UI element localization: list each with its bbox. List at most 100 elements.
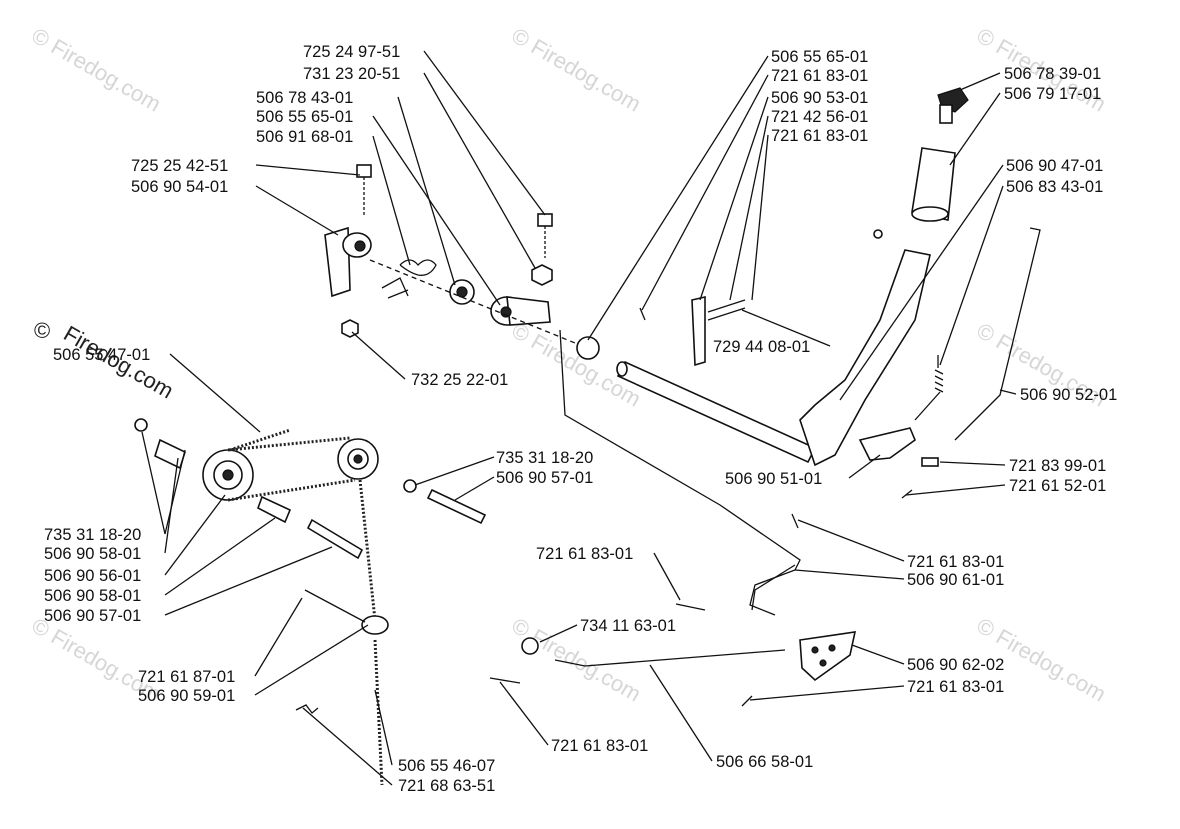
washer xyxy=(403,479,417,493)
part-label: 506 90 47-01 xyxy=(1006,157,1103,175)
pin-plate xyxy=(691,295,706,367)
bracket-hole xyxy=(354,240,366,252)
nut xyxy=(531,264,553,286)
part-label: 721 42 56-01 xyxy=(771,108,868,126)
washer xyxy=(521,637,539,655)
spacer xyxy=(154,438,186,470)
part-label: 732 25 22-01 xyxy=(411,371,508,389)
part-label: 506 91 68-01 xyxy=(256,128,353,146)
pulley-assembly xyxy=(134,418,487,786)
shaft-end xyxy=(616,361,628,377)
part-labels: 725 24 97-51 731 23 20-51 506 78 43-01 5… xyxy=(44,43,1117,795)
upper-left-parts xyxy=(324,164,581,346)
watermark-text: © Firedog.com xyxy=(28,23,166,117)
part-label: 506 66 58-01 xyxy=(716,753,813,771)
axis-line xyxy=(369,259,581,346)
tension-spring xyxy=(934,369,944,393)
part-label: 506 90 57-01 xyxy=(496,469,593,487)
cotter-pin xyxy=(901,489,913,499)
part-label: 506 78 39-01 xyxy=(1004,65,1101,83)
part-label: 721 61 83-01 xyxy=(771,127,868,145)
part-label: 721 61 83-01 xyxy=(771,67,868,85)
part-label: 506 90 58-01 xyxy=(44,587,141,605)
bolt-head xyxy=(537,213,553,227)
drive-chain xyxy=(227,436,356,502)
grip-end xyxy=(911,206,949,222)
lower-linkage xyxy=(489,329,857,707)
part-label: 721 68 63-51 xyxy=(398,777,495,795)
part-label: 506 90 54-01 xyxy=(131,178,228,196)
cotter-pin xyxy=(741,695,753,707)
pivot-arm-plate xyxy=(506,296,551,326)
torsion-spring xyxy=(381,259,437,299)
part-label: 735 31 18-20 xyxy=(496,449,593,467)
part-label: 725 25 42-51 xyxy=(131,157,228,175)
bushing-hole xyxy=(456,286,468,298)
pin xyxy=(306,518,364,560)
knob-stem xyxy=(939,104,953,124)
link-rod-path xyxy=(559,329,801,616)
cotter-pin xyxy=(304,589,366,623)
drive-chain xyxy=(358,479,384,786)
cotter-pin xyxy=(707,299,746,313)
part-label: 725 24 97-51 xyxy=(303,43,400,61)
plate-hole xyxy=(828,644,836,652)
nut xyxy=(341,319,359,338)
main-shaft xyxy=(616,360,817,464)
chain-link xyxy=(295,704,319,714)
part-label: 506 55 47-01 xyxy=(53,346,150,364)
bellcrank-plate xyxy=(799,631,857,682)
part-label: 506 90 52-01 xyxy=(1020,386,1117,404)
part-label: 721 61 83-01 xyxy=(536,545,633,563)
part-label: 506 55 65-01 xyxy=(256,108,353,126)
washer xyxy=(134,418,148,432)
part-label: 506 83 43-01 xyxy=(1006,178,1103,196)
left-pulley-bore xyxy=(222,469,234,481)
leader-lines xyxy=(141,50,1017,786)
part-label: 735 31 18-20 xyxy=(44,526,141,544)
plate-hole xyxy=(811,646,819,654)
screw xyxy=(873,229,883,239)
shaft-bushing xyxy=(576,336,600,360)
cotter-pin xyxy=(639,307,646,321)
watermark-group: © Firedog.com © Firedog.com © Firedog.co… xyxy=(28,23,1111,707)
part-label: 506 90 57-01 xyxy=(44,607,141,625)
part-label: 721 61 83-01 xyxy=(907,678,1004,696)
cotter-pin xyxy=(675,603,706,611)
rod xyxy=(954,227,1041,441)
part-label: 506 79 17-01 xyxy=(1004,85,1101,103)
part-label: 506 78 43-01 xyxy=(256,89,353,107)
handle-lever xyxy=(799,249,931,467)
part-label: 721 61 83-01 xyxy=(907,553,1004,571)
part-label: 506 90 59-01 xyxy=(138,687,235,705)
part-label: 721 61 52-01 xyxy=(1009,477,1106,495)
part-label: 729 44 08-01 xyxy=(713,338,810,356)
center-pulley-bore xyxy=(353,454,363,464)
part-label: 506 90 61-01 xyxy=(907,571,1004,589)
part-label: 721 83 99-01 xyxy=(1009,457,1106,475)
watermark-text: © Firedog.com xyxy=(508,23,646,117)
bolt xyxy=(921,457,939,467)
watermark-copyright: © xyxy=(34,318,50,343)
part-label: 506 55 65-01 xyxy=(771,48,868,66)
drive-chain xyxy=(229,428,291,452)
link-plate xyxy=(858,427,916,461)
part-label: 506 90 51-01 xyxy=(725,470,822,488)
part-label: 506 90 56-01 xyxy=(44,567,141,585)
cotter-pin xyxy=(791,513,799,529)
shaft-and-lever xyxy=(576,87,1041,499)
part-label: 734 11 63-01 xyxy=(580,617,676,635)
spring-hook xyxy=(914,391,941,421)
part-label: 721 61 87-01 xyxy=(138,668,235,686)
part-label: 506 90 62-02 xyxy=(907,656,1004,674)
long-link-rod xyxy=(554,649,786,667)
link-rod xyxy=(751,564,796,611)
part-label: 506 90 53-01 xyxy=(771,89,868,107)
part-label: 506 90 58-01 xyxy=(44,545,141,563)
part-label: 506 55 46-07 xyxy=(398,757,495,775)
cotter-pin xyxy=(707,307,746,321)
part-label: 731 23 20-51 xyxy=(303,65,400,83)
pin xyxy=(426,488,487,525)
cotter-pin xyxy=(489,677,521,684)
